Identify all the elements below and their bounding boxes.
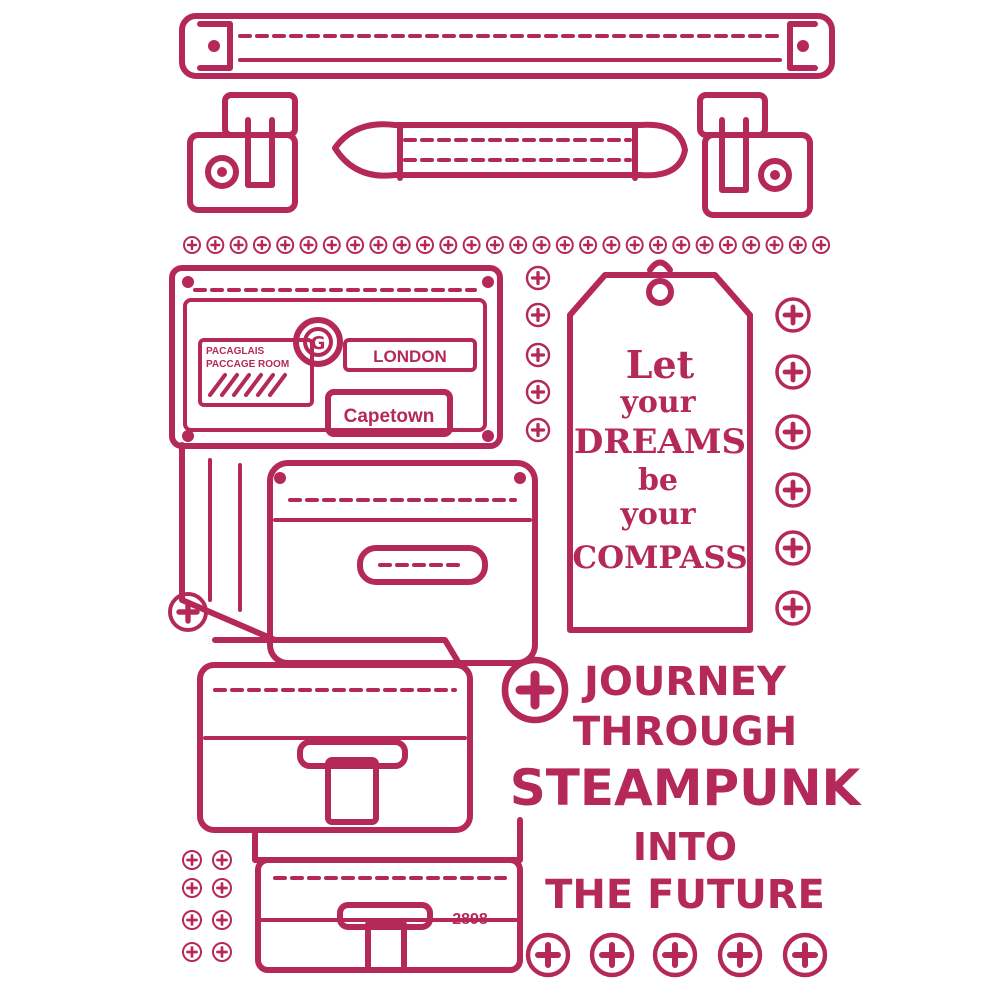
trunk-bottom: 2898: [252, 817, 523, 973]
rivet-icon: [672, 236, 691, 254]
cross-screw-icon: [775, 590, 811, 626]
rivet-icon: [206, 236, 225, 254]
tag-quote-line-1: Let: [626, 342, 695, 387]
cross-screw-icon: [182, 910, 202, 930]
cross-screw-icon: [182, 850, 202, 870]
slogan-line-5: THE FUTURE: [545, 872, 825, 918]
rivet-icon: [742, 236, 761, 254]
cross-screw-icon: [717, 932, 763, 978]
label-text-2: PACCAGE ROOM: [206, 359, 289, 370]
tag-quote-line-5: your: [619, 497, 696, 532]
trunk-top: PACAGLAIS PACCAGE ROOM G LONDON Capetown: [169, 265, 503, 449]
top-strap-bar: [179, 13, 835, 79]
stamp-seal: G: [293, 317, 343, 367]
tag-quote-line-3: DREAMS: [574, 422, 746, 462]
cross-screw-icon: [182, 942, 202, 962]
tag-quote-line-4: be: [638, 463, 678, 498]
trunk-middle: [267, 460, 538, 666]
rivet-icon: [346, 236, 365, 254]
cross-screw-icon: [212, 910, 232, 930]
cross-screw-icon: [501, 656, 569, 724]
cross-screw-icon: [212, 878, 232, 898]
luggage-label-capetown: Capetown: [325, 389, 453, 437]
slogan-line-3: STEAMPUNK: [510, 759, 863, 817]
slogan-line-2: THROUGH: [573, 709, 797, 755]
rivet-icon: [392, 236, 411, 254]
city-label-capetown: Capetown: [344, 406, 435, 427]
rivet-icon: [509, 236, 528, 254]
city-label-london: LONDON: [373, 347, 447, 366]
trunk-number: 2898: [452, 911, 488, 928]
cross-screw-icon: [775, 414, 811, 450]
rivet-icon: [765, 236, 784, 254]
cross-screw-icon: [525, 265, 551, 291]
rivet-icon: [625, 236, 644, 254]
cross-screw-icon: [782, 932, 828, 978]
cross-screw-icon: [775, 354, 811, 390]
tag-quote-line-2: your: [619, 385, 696, 420]
rivet-icon: [812, 236, 831, 254]
rivet-icon: [718, 236, 737, 254]
rivet-icon: [579, 236, 598, 254]
rivet-icon: [602, 236, 621, 254]
rivet-icon: [788, 236, 807, 254]
rivet-icon: [252, 236, 271, 254]
rivet-icon: [485, 236, 504, 254]
trunk-lower-buckle: [297, 739, 408, 825]
right-latch: [697, 92, 813, 218]
rivet-icon: [555, 236, 574, 254]
cross-screw-icon: [525, 417, 551, 443]
rivet-icon: [322, 236, 341, 254]
left-latch: [187, 92, 298, 213]
rivet-icon: [299, 236, 318, 254]
cross-screw-icon: [775, 530, 811, 566]
rivet-icon: [695, 236, 714, 254]
cross-screw-icon: [168, 592, 208, 632]
cross-screw-icon: [182, 878, 202, 898]
stamp-letter: G: [311, 333, 326, 354]
trunk-side-back: [179, 442, 278, 643]
cross-screw-icon: [652, 932, 698, 978]
luggage-label-left: PACAGLAIS PACCAGE ROOM: [198, 338, 314, 407]
rivet-icon: [439, 236, 458, 254]
cross-screw-icon: [589, 932, 635, 978]
cross-screw-icon: [525, 932, 571, 978]
cross-screw-icon: [212, 942, 232, 962]
slogan: JOURNEY THROUGH STEAMPUNK INTO THE FUTUR…: [510, 659, 863, 918]
trunk-middle-handle: [357, 545, 488, 585]
rivet-icon: [416, 236, 434, 254]
center-handle: [332, 121, 688, 181]
rivet-icon: [276, 236, 295, 254]
cross-screw-icon: [775, 472, 811, 508]
rivet-icon: [229, 236, 248, 254]
label-text-1: PACAGLAIS: [206, 346, 264, 357]
rivet-icon: [369, 236, 388, 254]
trunk-bottom-buckle: [337, 902, 433, 973]
cross-screw-icon: [525, 379, 551, 405]
cross-screw-icon: [775, 297, 811, 333]
tag-quote-line-6: COMPASS: [572, 540, 747, 576]
cross-screw-icon: [212, 850, 232, 870]
rivet-row: [183, 236, 831, 254]
rivet-icon: [183, 236, 201, 254]
luggage-label-london: LONDON: [343, 338, 477, 372]
slogan-line-4: INTO: [633, 825, 737, 869]
slogan-line-1: JOURNEY: [581, 659, 787, 705]
cross-screw-icon: [525, 302, 551, 328]
trunk-lower: [197, 637, 473, 833]
screw-decorations: [168, 265, 828, 978]
rivet-icon: [462, 236, 481, 254]
luggage-tag: Let your DREAMS be your COMPASS: [567, 259, 753, 633]
rivet-icon: [649, 236, 667, 254]
rivet-icon: [532, 236, 551, 254]
cross-screw-icon: [525, 342, 551, 368]
